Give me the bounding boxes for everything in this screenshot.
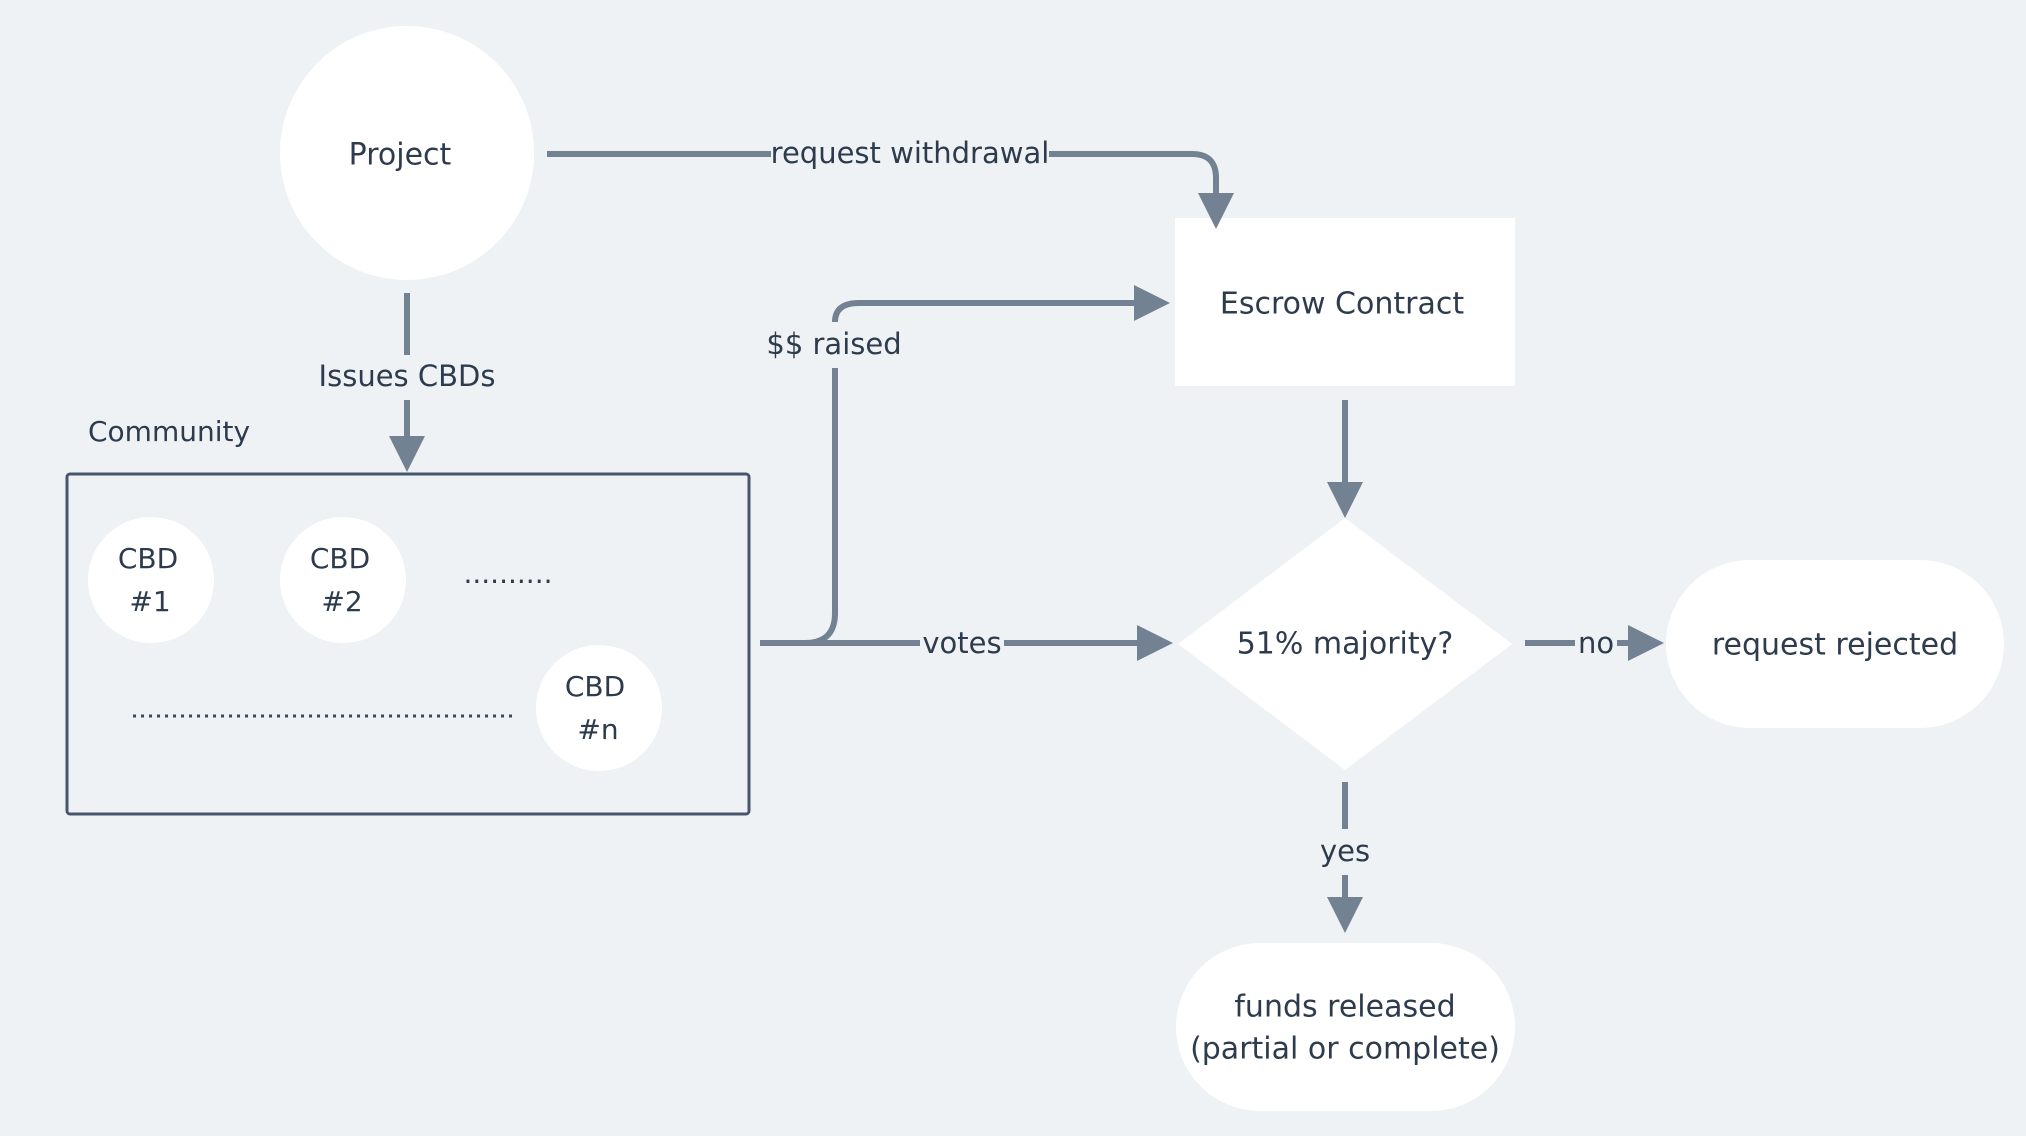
cbd-1-label-line2: #1 (129, 585, 170, 618)
edge-label-request-withdrawal: request withdrawal (771, 136, 1050, 170)
edge-label-raised: $$ raised (766, 327, 901, 361)
funds-released-label-line2: (partial or complete) (1190, 1032, 1500, 1067)
edge-label-votes: votes (922, 626, 1001, 660)
community-frame (65, 472, 751, 816)
cbd-2-label-line2: #2 (321, 585, 362, 618)
cbd-1-label-line1: CBD (118, 542, 178, 575)
edge-request-withdrawal-right (1049, 151, 1234, 229)
cbd-n-label-line1: CBD (565, 670, 625, 703)
cbd-1-node (88, 517, 214, 643)
majority-decision-label: 51% majority? (1237, 627, 1454, 662)
cbd-2-label-line1: CBD (310, 542, 370, 575)
cbd-n-label-line2: #n (577, 713, 618, 746)
request-rejected-label: request rejected (1712, 628, 1958, 663)
request-rejected-node (1666, 560, 2004, 728)
cbd-2-node (280, 517, 406, 643)
community-label: Community (88, 415, 250, 448)
funds-released-node (1176, 943, 1515, 1111)
cbd-ellipsis-short: .......... (463, 557, 552, 590)
funds-released-label-line1: funds released (1234, 990, 1455, 1025)
edge-raised-upper (832, 285, 1170, 323)
edge-label-no: no (1578, 626, 1614, 660)
project-label: Project (349, 138, 452, 173)
project-node (280, 26, 534, 280)
edge-label-issues-cbds: Issues CBDs (319, 359, 496, 393)
edge-label-yes: yes (1320, 834, 1370, 868)
escrow-contract-node (1175, 218, 1515, 386)
edge-raised-lower (760, 368, 838, 646)
majority-decision-node (1178, 518, 1512, 770)
cbd-n-node (536, 645, 662, 771)
escrow-contract-label: Escrow Contract (1220, 287, 1464, 322)
